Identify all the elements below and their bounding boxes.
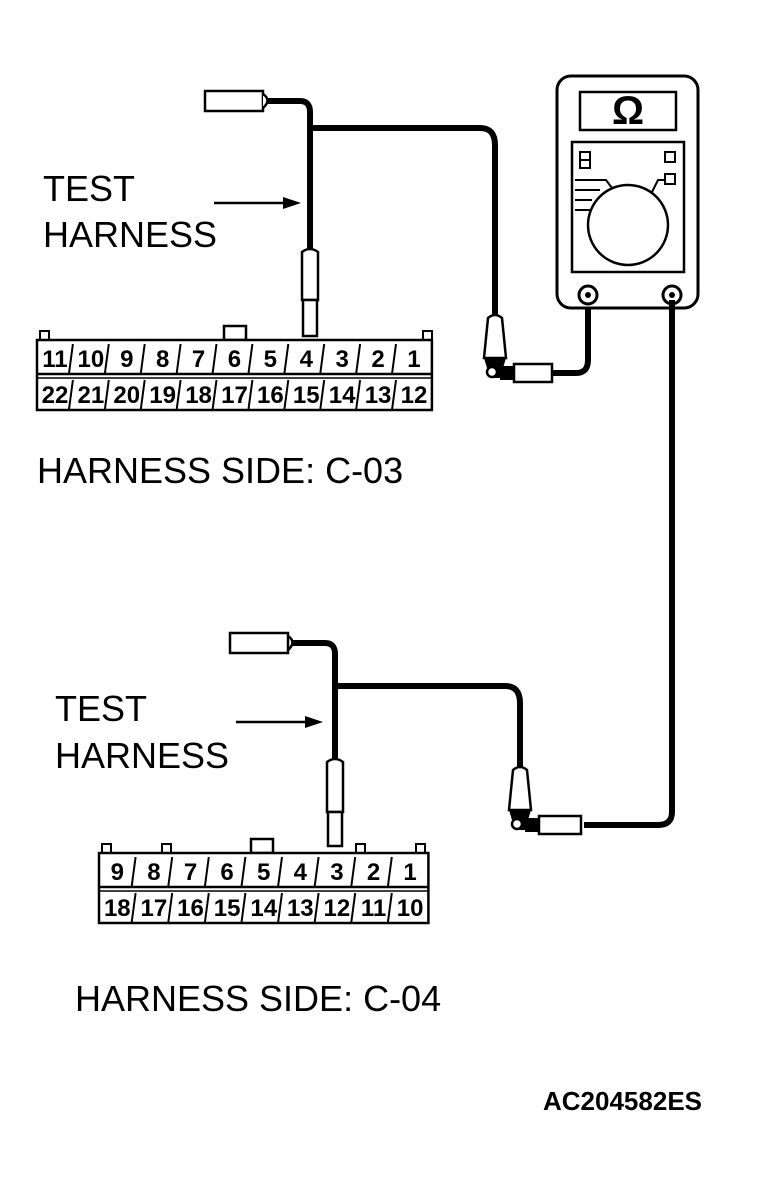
top-test-harness-label-line1: TEST bbox=[43, 168, 136, 209]
pin-label: 13 bbox=[287, 895, 314, 922]
top-clip bbox=[482, 300, 591, 384]
figure-id: AC204582ES bbox=[543, 1086, 702, 1116]
bottom-test-harness-label-line2: HARNESS bbox=[55, 735, 230, 776]
pin-label: 14 bbox=[329, 382, 356, 409]
ohmmeter-icon: Ω bbox=[555, 74, 700, 310]
top-test-harness-label-line2: HARNESS bbox=[43, 214, 218, 255]
pin-label: 11 bbox=[361, 895, 386, 922]
pin-label: 14 bbox=[250, 895, 277, 922]
pin-label: 19 bbox=[149, 382, 176, 409]
pin-label: 1 bbox=[403, 859, 416, 886]
pin-label: 3 bbox=[335, 346, 348, 373]
pin-label: 21 bbox=[77, 382, 104, 409]
pin-label: 11 bbox=[42, 346, 67, 373]
arrow-bottom bbox=[236, 716, 323, 728]
pin-label: 5 bbox=[257, 859, 270, 886]
pin-label: 3 bbox=[330, 859, 343, 886]
pin-label: 2 bbox=[367, 859, 380, 886]
pin-label: 12 bbox=[401, 382, 428, 409]
pin-label: 20 bbox=[113, 382, 140, 409]
pin-label: 9 bbox=[120, 346, 133, 373]
pin-label: 6 bbox=[220, 859, 233, 886]
pin-label: 16 bbox=[177, 895, 204, 922]
pin-label: 4 bbox=[300, 346, 314, 373]
pin-label: 18 bbox=[104, 895, 131, 922]
pin-label: 15 bbox=[214, 895, 241, 922]
bottom-clip bbox=[507, 765, 583, 836]
pin-label: 1 bbox=[407, 346, 420, 373]
pin-label: 10 bbox=[397, 895, 424, 922]
pin-label: 22 bbox=[42, 382, 69, 409]
top-connector-label: HARNESS SIDE: C-03 bbox=[37, 450, 404, 491]
pin-label: 16 bbox=[257, 382, 284, 409]
pin-label: 18 bbox=[185, 382, 212, 409]
bottom-connector-label: HARNESS SIDE: C-04 bbox=[75, 978, 442, 1019]
arrow-top bbox=[214, 197, 301, 209]
meter-dial bbox=[586, 183, 670, 267]
pin-label: 12 bbox=[324, 895, 351, 922]
pin-label: 15 bbox=[293, 382, 320, 409]
meter-display-symbol: Ω bbox=[612, 89, 644, 133]
pin-label: 2 bbox=[371, 346, 384, 373]
pin-label: 9 bbox=[111, 859, 124, 886]
pin-label: 10 bbox=[77, 346, 104, 373]
pin-label: 7 bbox=[192, 346, 205, 373]
pin-label: 8 bbox=[156, 346, 169, 373]
bottom-test-harness bbox=[228, 631, 523, 848]
top-test-harness bbox=[203, 89, 498, 338]
pin-label: 17 bbox=[141, 895, 168, 922]
bottom-test-harness-label-line1: TEST bbox=[55, 688, 148, 729]
pin-label: 17 bbox=[221, 382, 248, 409]
pin-label: 6 bbox=[228, 346, 241, 373]
pin-label: 4 bbox=[294, 859, 308, 886]
pin-label: 13 bbox=[365, 382, 392, 409]
pin-label: 8 bbox=[147, 859, 160, 886]
pin-label: 7 bbox=[184, 859, 197, 886]
pin-label: 5 bbox=[264, 346, 277, 373]
